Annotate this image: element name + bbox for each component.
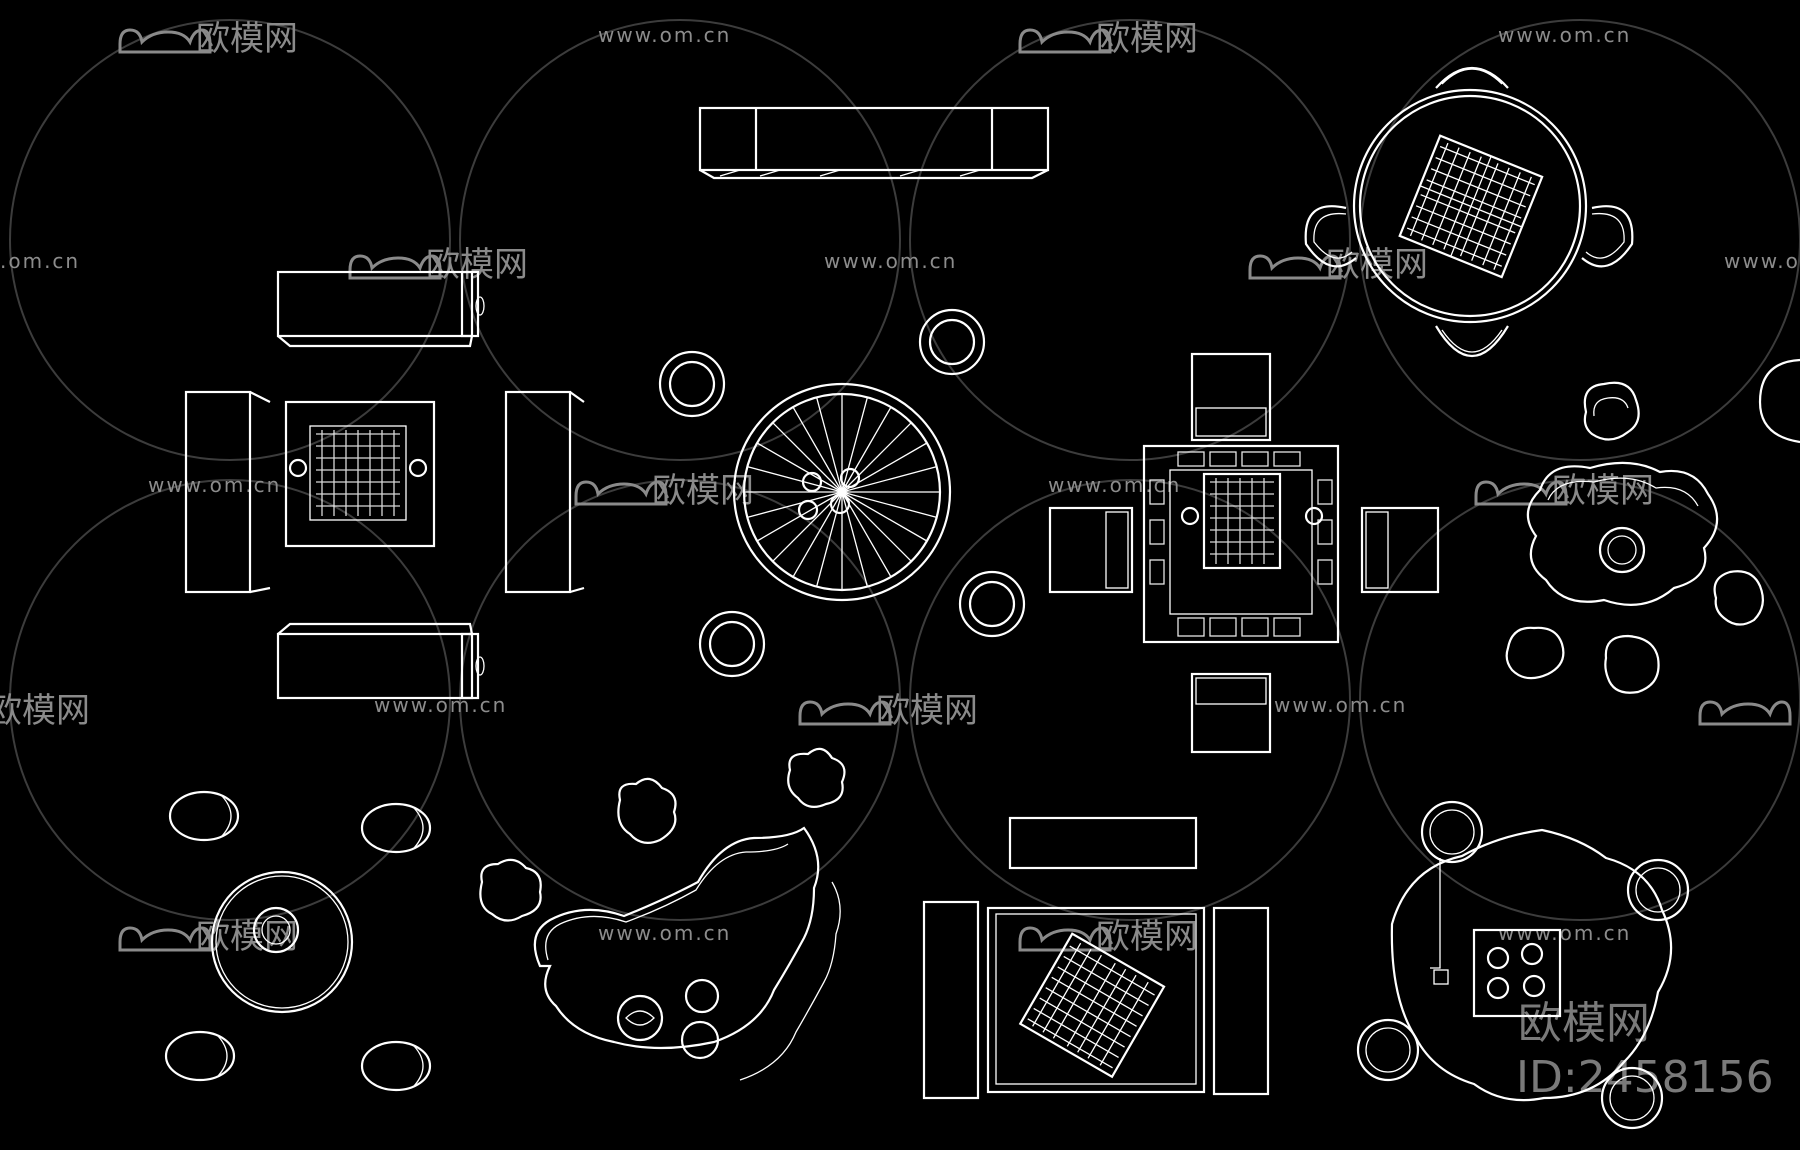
edge-partial-stool [1758, 358, 1800, 444]
fret-border [1149, 451, 1333, 637]
stone-table-set [1505, 381, 1765, 694]
watermark-brand: 欧模网 [1248, 245, 1428, 285]
long-bench-top [698, 106, 1050, 180]
watermark-site-text: www.om.cn [824, 249, 957, 273]
watermark-brand-text: 欧模网 [652, 471, 754, 511]
corner-brand-text: 欧模网 [1518, 998, 1650, 1049]
watermark-brand: 欧模网 [574, 471, 754, 511]
umbrella-rib [772, 422, 843, 493]
small-round-table-set [164, 790, 432, 1092]
watermark-brand: 欧模网 [798, 691, 978, 731]
watermark-site-text: www.om.cn [598, 921, 731, 945]
corner-id-text: ID:2458156 [1516, 1052, 1774, 1103]
watermark-site-text: www.om.cn [598, 23, 731, 47]
watermark-site-text: www.om.cn [1498, 921, 1631, 945]
stool [360, 1040, 432, 1092]
table-top-pattern [316, 430, 400, 516]
watermark-brand: 欧模网 [1474, 471, 1654, 511]
tea-table-set [922, 816, 1270, 1100]
watermark-brand: 欧模网 [118, 19, 298, 59]
table-set-a [184, 270, 585, 700]
umbrella-rib [841, 491, 937, 519]
watermark-brand-text: 欧模网 [0, 691, 90, 731]
watermark-site-text: www.om.cn [1724, 249, 1800, 273]
umbrella-rib [815, 491, 843, 587]
watermark-site-text: .om.cn [0, 249, 80, 273]
watermark-brand-text: 欧模网 [876, 691, 978, 731]
table-set-c [1048, 352, 1440, 754]
umbrella-rib [841, 422, 912, 493]
umbrella-rib [792, 406, 843, 493]
watermark-brand [1698, 700, 1792, 726]
umbrella-rib [841, 491, 912, 562]
round-table-set [1304, 66, 1634, 357]
umbrella-rib [841, 406, 892, 493]
umbrella-rib [756, 442, 843, 493]
umbrella-rib [815, 397, 843, 493]
watermark-brand: 欧模网 [348, 245, 528, 285]
stool [168, 790, 240, 842]
umbrella-rib [747, 465, 843, 493]
stool [360, 802, 432, 854]
watermark-arcs [9, 19, 1800, 921]
umbrella-rib [747, 491, 843, 519]
watermark-brand-text: 欧模网 [1096, 917, 1198, 957]
watermark-brand: 欧模网 [1018, 19, 1198, 59]
umbrella-rib [792, 491, 843, 578]
umbrella-rib [841, 397, 869, 493]
watermark-brand-text: 欧模网 [196, 19, 298, 59]
umbrella-rib [841, 491, 869, 587]
umbrella-rib [841, 491, 892, 578]
umbrella-table-set [658, 308, 1026, 678]
watermark-site-text: www.om.cn [1498, 23, 1631, 47]
watermark-brand-text: 欧模网 [1552, 471, 1654, 511]
watermark-brand-text: 欧模网 [1096, 19, 1198, 59]
stool [164, 1030, 236, 1082]
watermark-layer: www.om.cn www.om.cn .om.cn www.om.cn www… [0, 19, 1800, 1103]
umbrella-rib [756, 491, 843, 542]
watermark-site-text: www.om.cn [1048, 473, 1181, 497]
watermark-site-text: www.om.cn [374, 693, 507, 717]
umbrella-rib [841, 491, 928, 542]
umbrella-ribs [744, 394, 940, 590]
watermark-site-text: www.om.cn [148, 473, 281, 497]
watermark-site-text: www.om.cn [1274, 693, 1407, 717]
trunk-table-set [1356, 800, 1690, 1130]
umbrella-rib [841, 465, 937, 493]
stone-tea-table [479, 747, 846, 1081]
watermark-brand: 欧模网 [1018, 917, 1198, 957]
